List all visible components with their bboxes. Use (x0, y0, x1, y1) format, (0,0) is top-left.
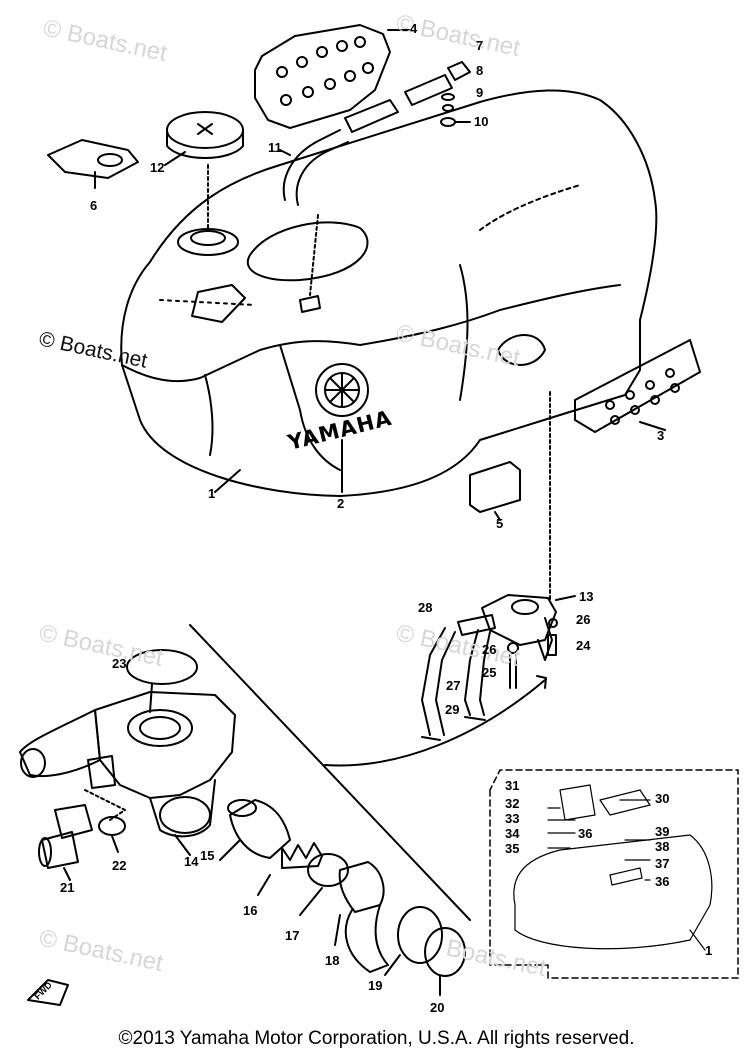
callout-36: 36 (578, 826, 592, 841)
tank-tab (191, 284, 246, 323)
callout-23: 23 (112, 656, 126, 671)
callout-25: 25 (482, 665, 496, 680)
callout-24: 24 (576, 638, 591, 653)
callout-27: 27 (446, 678, 460, 693)
callout-30: 30 (655, 791, 669, 806)
tank-emblem (315, 363, 369, 417)
clip-part-6 (47, 139, 139, 179)
callout-29: 29 (445, 702, 459, 717)
callout-19: 19 (368, 978, 382, 993)
callout-14: 14 (184, 854, 199, 869)
callout-22: 22 (112, 858, 126, 873)
callout-11: 11 (268, 140, 282, 155)
filler-neck (177, 228, 239, 256)
callout-4: 4 (410, 21, 418, 36)
plunger-part-15 (227, 799, 291, 859)
callout-8: 8 (476, 63, 483, 78)
inset-detail (489, 769, 739, 979)
copyright-notice: ©2013 Yamaha Motor Corporation, U.S.A. A… (118, 1028, 635, 1049)
callout-36: 36 (655, 874, 669, 889)
cushion-part-4 (254, 24, 391, 129)
o-ring-part-17 (307, 853, 349, 887)
circlip-part-20 (424, 927, 466, 977)
fitting-part-21 (38, 804, 93, 869)
callout-5: 5 (496, 516, 503, 531)
watermark-text: © Boats.net (37, 327, 150, 372)
ring-part-19 (397, 906, 443, 964)
callout-28: 28 (418, 600, 432, 615)
cap-part-18 (338, 861, 389, 973)
breather-hose-11 (282, 129, 341, 201)
forward-arrow (27, 979, 69, 1006)
callout-34: 34 (505, 826, 520, 841)
callout-20: 20 (430, 1000, 444, 1015)
callout-6: 6 (90, 198, 97, 213)
o-ring-part-23 (126, 649, 198, 685)
washer-part-22 (98, 816, 126, 836)
watermark-text: © Boats.net (41, 14, 170, 67)
callout-32: 32 (505, 796, 519, 811)
fuel-tank (120, 89, 658, 497)
callout-3: 3 (657, 428, 664, 443)
callout-37: 37 (655, 856, 669, 871)
callout-7: 7 (476, 38, 483, 53)
callout-13: 13 (579, 589, 593, 604)
callout-21: 21 (60, 880, 74, 895)
callout-39: 39 (655, 824, 669, 839)
parts-diagram: © Boats.net © Boats.net © Boats.net © Bo… (19, 9, 739, 1015)
callout-1: 1 (705, 943, 712, 958)
forward-label: FWD (32, 979, 54, 1001)
fuel-cap-part-12 (166, 111, 244, 159)
watermark-text: © Boats.net (37, 619, 166, 672)
callout-33: 33 (505, 811, 519, 826)
callout-31: 31 (505, 778, 519, 793)
callout-9: 9 (476, 85, 483, 100)
callout-38: 38 (655, 839, 669, 854)
body-part-14 (19, 691, 236, 838)
callout-12: 12 (150, 160, 164, 175)
bracket-part-5 (469, 461, 521, 513)
watermark-text: Boats.net (444, 934, 549, 982)
watermark-text: © Boats.net (394, 619, 523, 672)
callout-18: 18 (325, 953, 339, 968)
callout-2: 2 (337, 496, 344, 511)
callout-35: 35 (505, 841, 519, 856)
callout-1: 1 (208, 486, 215, 501)
callout-17: 17 (285, 928, 299, 943)
spring-part-16 (281, 842, 323, 869)
callout-16: 16 (243, 903, 257, 918)
cushion-part-3 (574, 339, 701, 433)
callout-15: 15 (200, 848, 214, 863)
callout-10: 10 (474, 114, 488, 129)
callout-26: 26 (576, 612, 590, 627)
watermark-text: © Boats.net (394, 319, 523, 372)
watermark-text: © Boats.net (37, 924, 166, 977)
callout-26: 26 (482, 642, 496, 657)
